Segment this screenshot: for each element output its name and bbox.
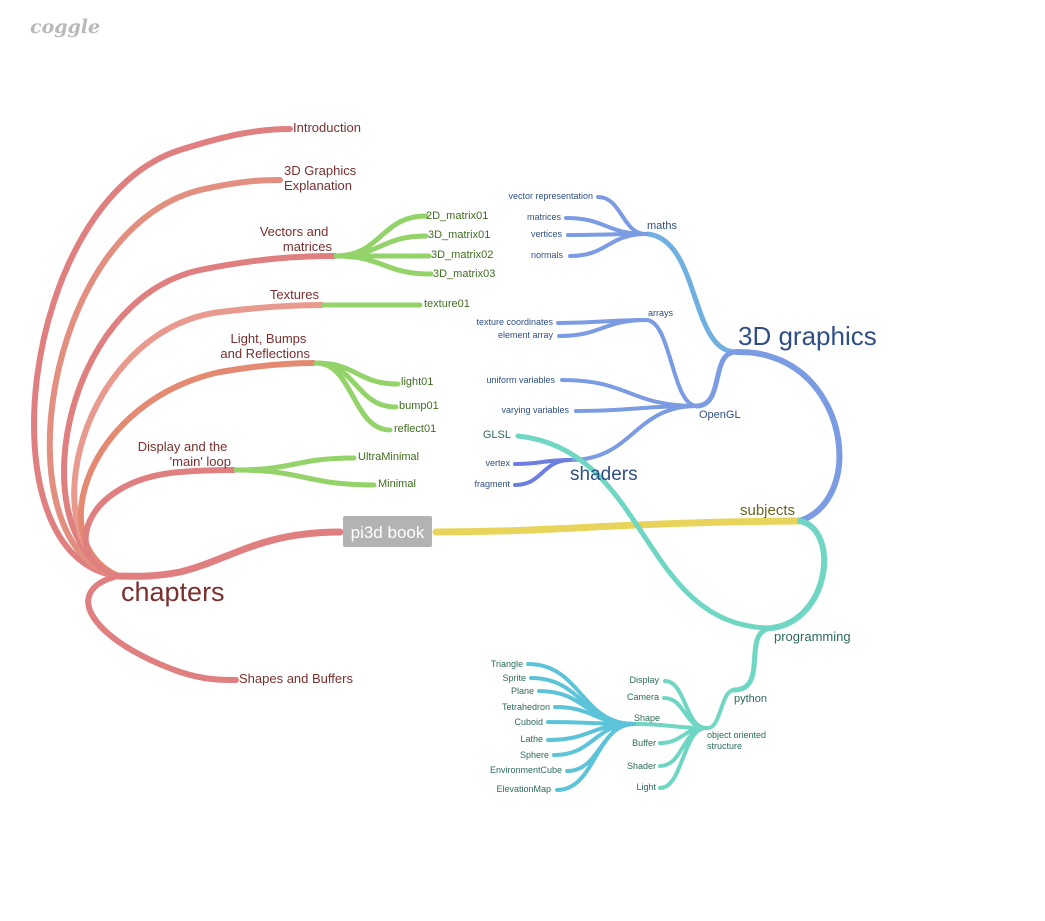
branch-subjects-programming: [769, 518, 828, 631]
branch-python-oos: [706, 688, 736, 730]
branch-subjects-graphics: [733, 349, 843, 524]
example-ultraminimal[interactable]: UltraMinimal: [358, 451, 419, 463]
branch-opengl-shaders: [568, 404, 699, 462]
branch-shapes: [85, 573, 239, 683]
chapter-vectors-line1: Vectors and: [260, 224, 329, 239]
maths-vector-representation[interactable]: vector representation: [508, 191, 593, 201]
chapter-3d-graphics-explanation-line1: 3D Graphics: [284, 163, 357, 178]
shape-sphere[interactable]: Sphere: [520, 750, 549, 760]
branch-oos-child-0: [663, 679, 708, 730]
maths-matrices[interactable]: matrices: [527, 212, 562, 222]
root-node[interactable]: pi3d book: [343, 516, 432, 547]
arrays-element-array[interactable]: element array: [498, 330, 554, 340]
shape-elevationmap[interactable]: ElevationMap: [496, 784, 551, 794]
chapter-display-line2: 'main' loop: [170, 454, 231, 469]
example-2d-matrix01[interactable]: 2D_matrix01: [426, 210, 488, 222]
chapter-light-line2: and Reflections: [220, 346, 310, 361]
branch-textures: [71, 302, 325, 579]
shape-triangle[interactable]: Triangle: [491, 659, 523, 669]
example-3d-matrix01[interactable]: 3D_matrix01: [428, 229, 490, 241]
example-3d-matrix02[interactable]: 3D_matrix02: [431, 249, 493, 261]
python-label[interactable]: python: [734, 693, 767, 705]
chapter-shapes-and-buffers[interactable]: Shapes and Buffers: [239, 671, 353, 686]
shape-lathe[interactable]: Lathe: [520, 734, 543, 744]
branch-oos-child-5: [658, 726, 708, 790]
chapter-textures[interactable]: Textures: [270, 287, 320, 302]
shape-plane[interactable]: Plane: [511, 686, 534, 696]
branch-light-child-2: [313, 360, 393, 433]
branch-root-subjects: [432, 517, 804, 536]
shaders-label[interactable]: shaders: [570, 464, 638, 485]
oos-light[interactable]: Light: [636, 782, 656, 792]
oos-label[interactable]: object oriented structure: [707, 730, 769, 751]
example-texture01[interactable]: texture01: [424, 298, 470, 310]
branch-shape-child-0: [526, 662, 636, 726]
example-light01[interactable]: light01: [401, 376, 433, 388]
chapter-display-line1: Display and the: [138, 439, 228, 454]
shaders-fragment[interactable]: fragment: [474, 479, 510, 489]
shape-environmentcube[interactable]: EnvironmentCube: [490, 765, 562, 775]
programming-label[interactable]: programming: [774, 629, 851, 644]
shape-sprite[interactable]: Sprite: [502, 673, 526, 683]
chapter-vectors-and-matrices[interactable]: Vectors and matrices: [260, 224, 333, 254]
oos-display[interactable]: Display: [629, 675, 659, 685]
chapters-label[interactable]: chapters: [121, 577, 225, 607]
oos-shader[interactable]: Shader: [627, 761, 656, 771]
chapter-3d-graphics-explanation-line2: Explanation: [284, 178, 352, 193]
example-bump01[interactable]: bump01: [399, 400, 439, 412]
arrays-texture-coordinates[interactable]: texture coordinates: [476, 317, 553, 327]
maths-vertices[interactable]: vertices: [531, 229, 563, 239]
oos-label-line1: object oriented: [707, 730, 766, 740]
branch-graphics-opengl: [694, 349, 739, 409]
arrays-label[interactable]: arrays: [648, 308, 674, 318]
oos-buffer[interactable]: Buffer: [632, 738, 656, 748]
branch-vectors-child-3: [333, 253, 434, 277]
branch-maths-child-0: [596, 195, 648, 236]
shape-tetrahedron[interactable]: Tetrahedron: [502, 702, 550, 712]
example-3d-matrix03[interactable]: 3D_matrix03: [433, 268, 495, 280]
branch-graphics-explanation: [46, 177, 283, 579]
branch-shape-child-1: [529, 676, 636, 726]
branch-introduction: [31, 126, 293, 579]
branch-programming-python: [731, 625, 775, 693]
coggle-logo[interactable]: coggle: [30, 16, 100, 38]
example-reflect01[interactable]: reflect01: [394, 423, 436, 435]
branch-layer: [31, 126, 843, 792]
root-node-box: [343, 516, 432, 547]
branch-shaders-fragment: [513, 458, 572, 487]
branch-root-chapters: [114, 528, 344, 580]
subjects-label[interactable]: subjects: [740, 502, 795, 519]
oos-camera[interactable]: Camera: [627, 692, 659, 702]
chapter-display-main-loop[interactable]: Display and the 'main' loop: [138, 439, 231, 469]
graphics-label[interactable]: 3D graphics: [738, 321, 877, 351]
chapter-3d-graphics-explanation[interactable]: 3D Graphics Explanation: [284, 163, 360, 193]
opengl-varying-variables[interactable]: varying variables: [501, 405, 569, 415]
branch-vectors: [61, 253, 338, 579]
chapter-light-line1: Light, Bumps: [231, 331, 307, 346]
branch-programming-glsl: [515, 433, 775, 631]
branch-display: [82, 467, 237, 579]
oos-label-line2: structure: [707, 741, 742, 751]
example-minimal[interactable]: Minimal: [378, 478, 416, 490]
chapter-vectors-line2: matrices: [283, 239, 333, 254]
opengl-label[interactable]: OpenGL: [699, 409, 741, 421]
branch-graphics-maths: [645, 231, 739, 355]
chapter-light-bumps-reflections[interactable]: Light, Bumps and Reflections: [220, 331, 310, 361]
opengl-uniform-variables[interactable]: uniform variables: [486, 375, 555, 385]
glsl-label[interactable]: GLSL: [483, 429, 511, 441]
branch-shape-child-8: [555, 722, 636, 792]
oos-shape[interactable]: Shape: [634, 713, 660, 723]
branch-arrays-child-1: [557, 318, 648, 338]
shaders-vertex[interactable]: vertex: [485, 458, 510, 468]
shape-cuboid[interactable]: Cuboid: [514, 717, 543, 727]
chapter-introduction[interactable]: Introduction: [293, 120, 361, 135]
branch-maths-child-1: [564, 216, 648, 236]
maths-normals[interactable]: normals: [531, 250, 564, 260]
maths-label[interactable]: maths: [647, 220, 677, 232]
branch-maths-child-3: [568, 232, 648, 258]
root-node-label: pi3d book: [351, 523, 425, 542]
branch-display-child-1: [233, 467, 377, 488]
branch-opengl-arrays: [644, 318, 699, 408]
